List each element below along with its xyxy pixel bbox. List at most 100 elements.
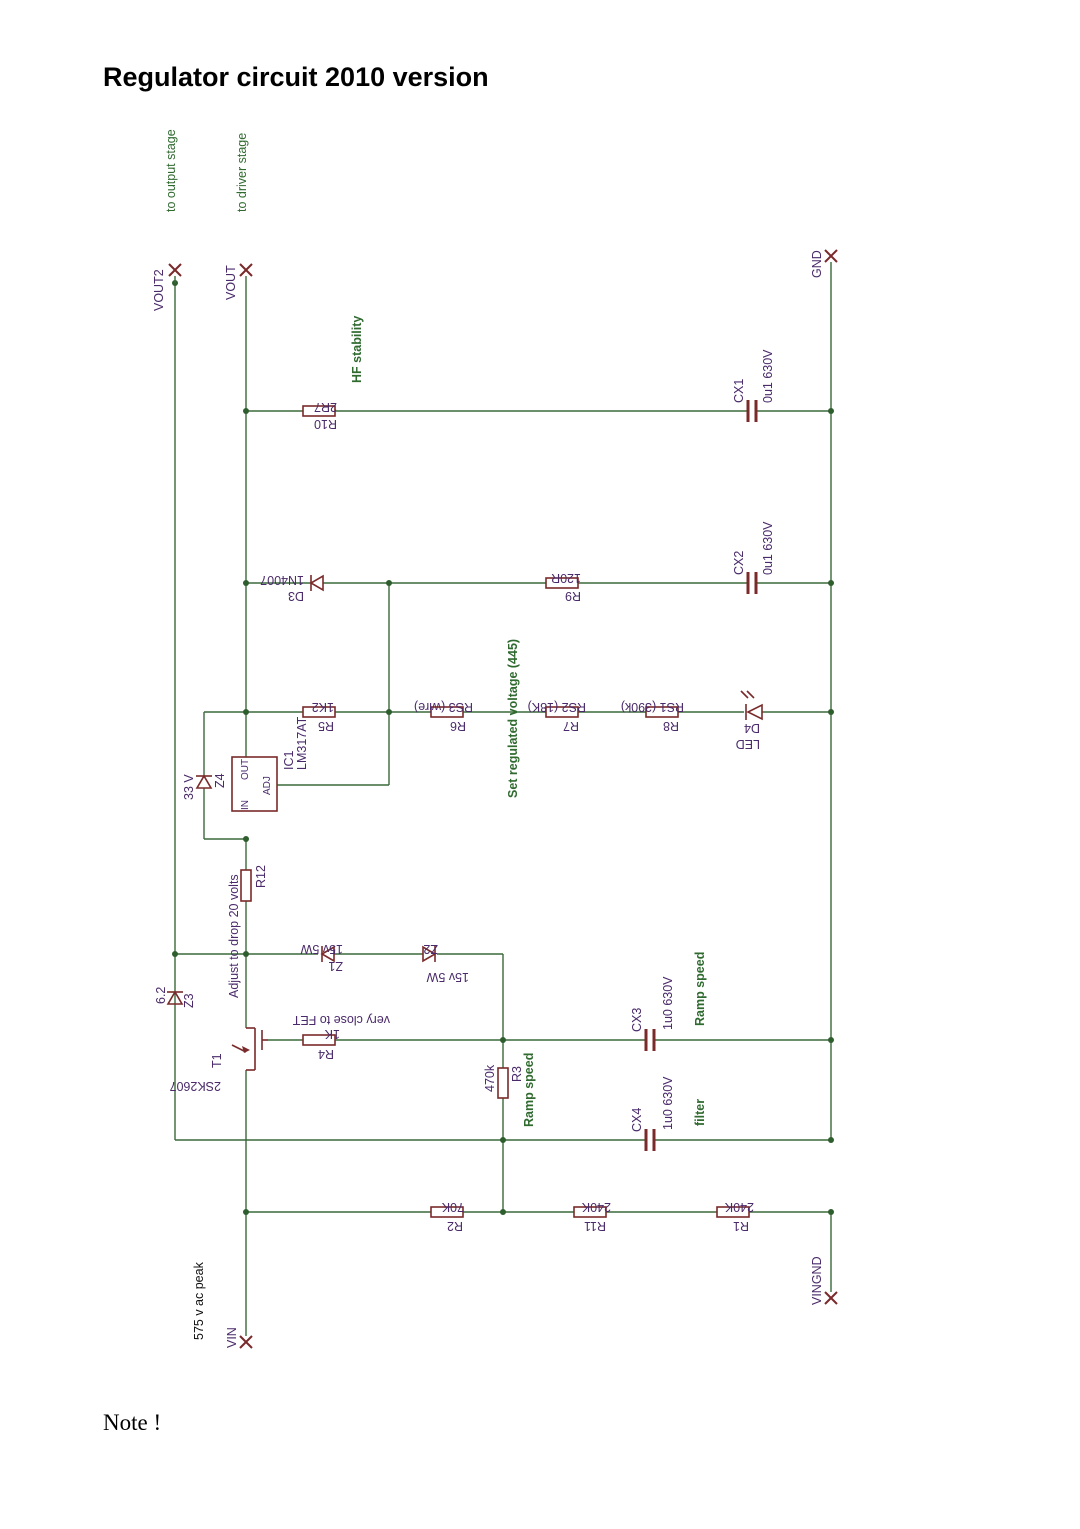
resistor-r3: 470k R3	[483, 1064, 524, 1099]
net-terminal-vin: VIN	[225, 1327, 253, 1349]
resistor-r7: RS2 (18K) R7	[528, 700, 586, 733]
net-terminal-gnd: GND	[810, 249, 838, 278]
svg-text:ADJ: ADJ	[262, 776, 273, 795]
svg-text:R6: R6	[450, 719, 466, 733]
svg-text:R12: R12	[254, 865, 268, 888]
annotation-very-close: very close to FET	[292, 1013, 390, 1027]
svg-text:LED: LED	[736, 737, 760, 751]
svg-text:RS2 (18K): RS2 (18K)	[528, 700, 586, 714]
schematic-frame	[103, 103, 855, 1381]
svg-text:R2: R2	[447, 1219, 463, 1233]
svg-text:1u0 630V: 1u0 630V	[661, 976, 675, 1030]
svg-text:T1: T1	[210, 1053, 224, 1068]
svg-text:15v 5W: 15v 5W	[300, 942, 343, 956]
svg-text:1u0 630V: 1u0 630V	[661, 1076, 675, 1130]
svg-text:33 V: 33 V	[182, 774, 196, 800]
capacitor-cx1: CX1 0u1 630V	[732, 349, 775, 422]
svg-text:IC1: IC1	[282, 751, 296, 771]
net-label-vout2: VOUT2	[152, 269, 166, 311]
svg-text:1K: 1K	[324, 1027, 340, 1041]
svg-text:LM317AT: LM317AT	[295, 716, 309, 770]
svg-text:0u1 630V: 0u1 630V	[761, 521, 775, 575]
zener-z2: Z2 15v 5W	[422, 942, 469, 984]
svg-text:2R7: 2R7	[314, 400, 337, 414]
svg-text:CX3: CX3	[630, 1008, 644, 1032]
svg-text:CX2: CX2	[732, 551, 746, 575]
resistor-r12: R12	[240, 865, 268, 902]
annotation-vac-peak: 575 v ac peak	[192, 1261, 206, 1340]
svg-text:120R: 120R	[551, 571, 581, 585]
junction-dots	[172, 280, 834, 1215]
svg-text:R5: R5	[318, 719, 334, 733]
capacitor-cx2: CX2 0u1 630V	[732, 521, 775, 594]
annotation-ramp-speed-r3: Ramp speed	[522, 1053, 536, 1127]
note-text: Note !	[103, 1410, 162, 1435]
zener-z4: 33 V Z4	[182, 773, 227, 800]
resistor-r5: 1K2 R5	[302, 700, 336, 733]
svg-text:R9: R9	[565, 589, 581, 603]
resistor-r1: 240K R1	[716, 1200, 754, 1233]
svg-text:70K: 70K	[441, 1200, 464, 1214]
svg-text:D4: D4	[744, 721, 760, 735]
resistor-r2: 70K R2	[430, 1200, 464, 1233]
resistor-r9: 120R R9	[545, 571, 581, 603]
svg-text:Z2: Z2	[423, 942, 438, 956]
svg-text:Z1: Z1	[328, 959, 343, 973]
svg-text:R4: R4	[318, 1047, 334, 1061]
resistor-r10: 2R7 R10	[302, 400, 337, 431]
svg-text:R7: R7	[563, 719, 579, 733]
svg-text:6.2: 6.2	[154, 987, 168, 1004]
wires	[174, 270, 832, 1330]
svg-text:2SK2607: 2SK2607	[170, 1079, 221, 1093]
diode-d3: 1N4007 D3	[260, 573, 324, 603]
net-label-vingnd: VINGND	[810, 1256, 824, 1305]
capacitor-cx3: CX3 1u0 630V	[630, 976, 675, 1051]
svg-text:Z4: Z4	[213, 773, 227, 788]
led-d4: D4 LED	[736, 690, 763, 751]
resistor-r8: RS1 (390k) R8	[621, 700, 684, 733]
net-label-vout: VOUT	[224, 265, 238, 300]
svg-text:R11: R11	[584, 1219, 606, 1233]
svg-text:240K: 240K	[581, 1200, 611, 1214]
resistor-r6: RS3 (wire) R6	[414, 700, 473, 733]
annotation-to-driver-stage: to driver stage	[235, 133, 249, 212]
page-title: Regulator circuit 2010 version	[103, 62, 489, 92]
annotation-hf-stability: HF stability	[350, 316, 364, 383]
svg-text:IN: IN	[240, 800, 251, 810]
regulator-ic1: IN OUT ADJ IC1 LM317AT	[231, 716, 309, 812]
net-label-gnd: GND	[810, 250, 824, 278]
svg-text:15v 5W: 15v 5W	[426, 970, 469, 984]
net-terminal-vout2: VOUT2	[152, 263, 182, 311]
svg-text:R3: R3	[510, 1066, 524, 1082]
svg-text:R1: R1	[733, 1219, 749, 1233]
annotation-ramp-speed-cx3: Ramp speed	[693, 952, 707, 1026]
svg-text:R8: R8	[663, 719, 679, 733]
capacitor-cx4: CX4 1u0 630V	[630, 1076, 675, 1151]
annotation-filter: filter	[693, 1099, 707, 1126]
annotation-adjust-drop: Adjust to drop 20 volts	[227, 874, 241, 998]
resistor-r11: 240K R11	[573, 1200, 611, 1233]
zener-z1: 15v 5W Z1	[300, 942, 343, 973]
svg-text:1N4007: 1N4007	[260, 573, 304, 587]
svg-text:CX4: CX4	[630, 1108, 644, 1132]
net-terminal-vingnd: VINGND	[810, 1256, 838, 1305]
svg-text:0u1 630V: 0u1 630V	[761, 349, 775, 403]
svg-text:RS3 (wire): RS3 (wire)	[414, 700, 473, 714]
net-terminal-vout: VOUT	[224, 263, 253, 300]
svg-text:1K2: 1K2	[312, 700, 334, 714]
svg-text:470k: 470k	[483, 1064, 497, 1092]
svg-text:D3: D3	[288, 589, 304, 603]
resistor-r4: 1K R4	[302, 1027, 340, 1061]
svg-text:240K: 240K	[724, 1200, 754, 1214]
svg-text:RS1 (390k): RS1 (390k)	[621, 700, 684, 714]
zener-z3: 6.2 Z3	[154, 987, 196, 1008]
svg-text:OUT: OUT	[240, 759, 251, 780]
mosfet-t1: 2SK2607 T1	[170, 1027, 268, 1093]
annotation-to-output-stage: to output stage	[164, 129, 178, 212]
svg-text:CX1: CX1	[732, 379, 746, 403]
net-label-vin: VIN	[225, 1327, 239, 1348]
svg-text:R10: R10	[314, 417, 337, 431]
svg-text:Z3: Z3	[182, 993, 196, 1008]
annotation-set-voltage: Set regulated voltage (445)	[506, 639, 520, 798]
